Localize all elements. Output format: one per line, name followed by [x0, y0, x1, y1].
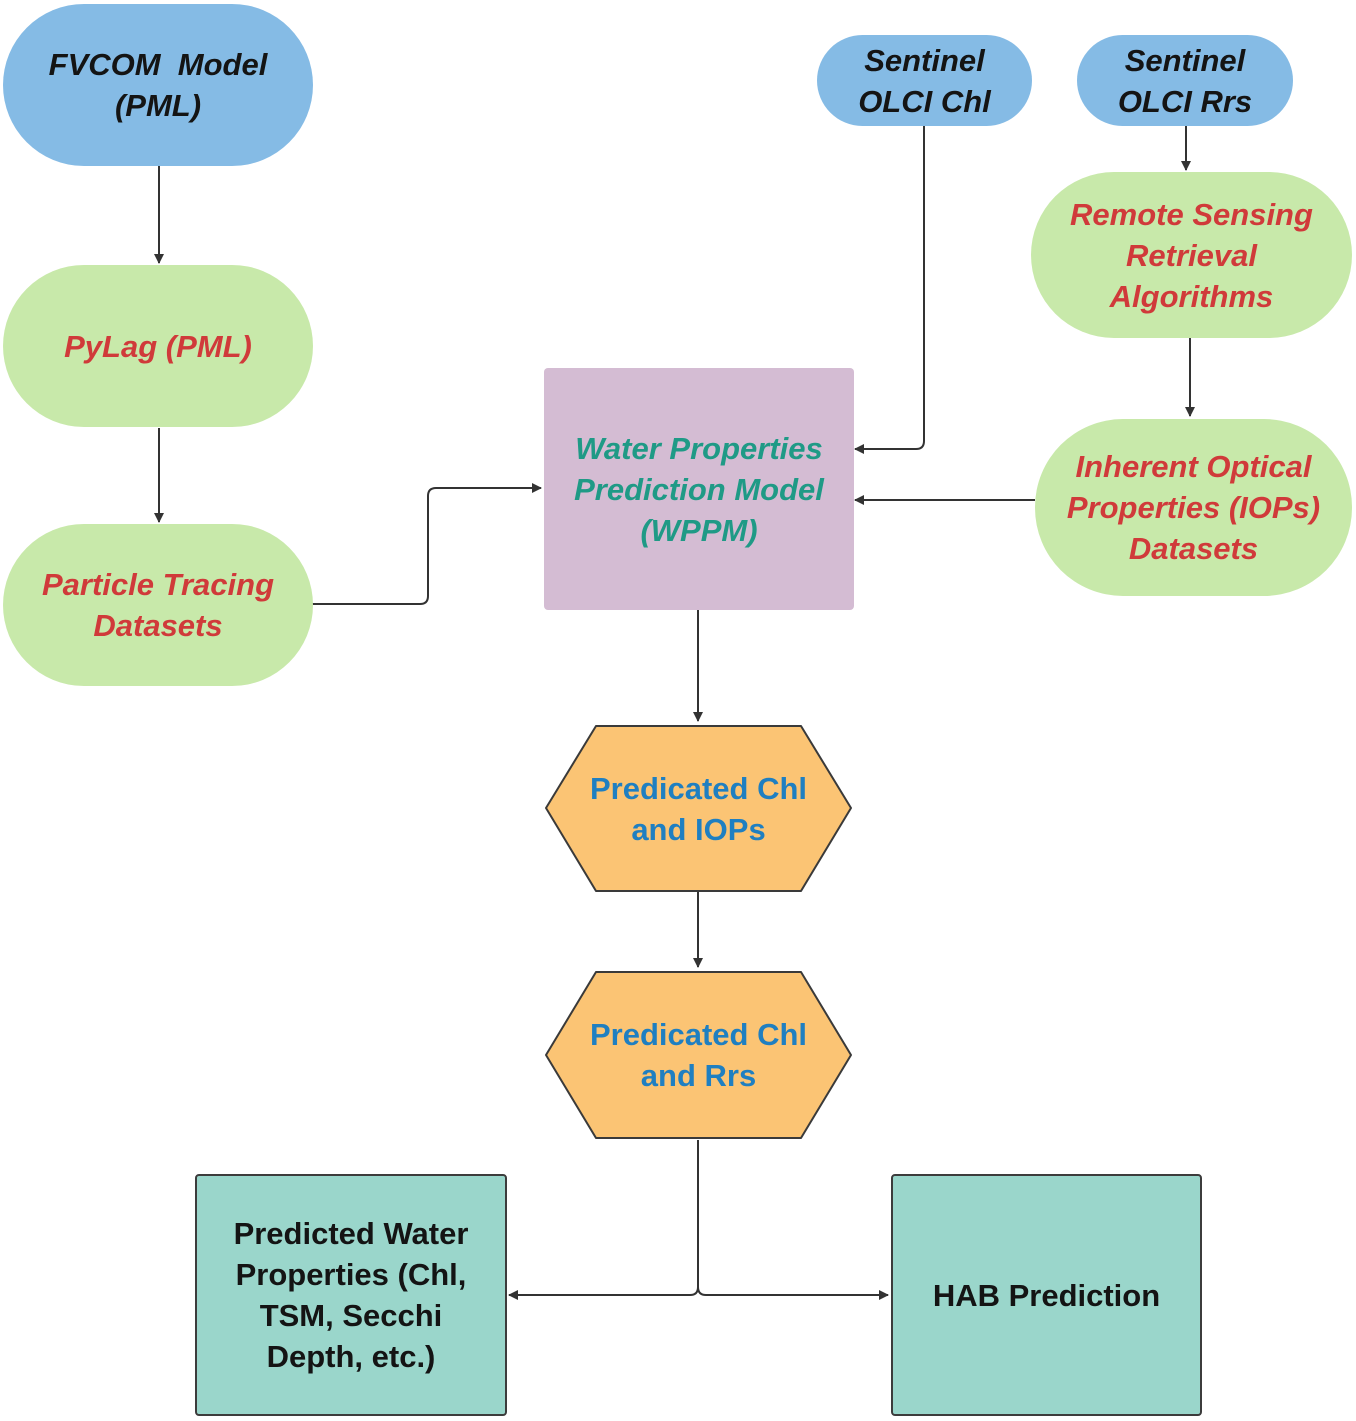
- particle-tracing-node: Particle Tracing Datasets: [3, 524, 313, 686]
- hexagon-shape: [545, 971, 852, 1139]
- hexagon-shape: [545, 725, 852, 892]
- particle-line-1: Particle Tracing: [41, 567, 275, 602]
- edge-sentinel-chl-to-wppm: [854, 125, 925, 454]
- remote-sensing-line-3: Algorithms: [1109, 278, 1274, 314]
- wppm-line-2: Prediction Model: [574, 471, 824, 507]
- remote-sensing-line-2: Retrieval: [1126, 237, 1257, 273]
- particle-line-2: Datasets: [93, 608, 223, 643]
- wppm-node: Water Properties Prediction Model (WPPM): [544, 368, 854, 610]
- edge-pred-rrs-to-hab: [697, 1286, 889, 1300]
- remote-sensing-line-1: Remote Sensing: [1070, 196, 1313, 232]
- pred-iops-line-2: and IOPs: [631, 811, 766, 847]
- remote-sensing-node: Remote Sensing Retrieval Algorithms: [1031, 172, 1352, 338]
- sentinel-rrs-line-1: Sentinel: [1124, 42, 1246, 78]
- predicated-chl-rrs-node: Predicated Chl and Rrs: [544, 970, 853, 1140]
- hab-prediction-node: HAB Prediction: [891, 1174, 1202, 1416]
- wppm-line-3: (WPPM): [640, 512, 758, 548]
- edge-pred-rrs-to-water: [508, 1140, 699, 1300]
- iops-line-3: Datasets: [1128, 531, 1259, 566]
- predicated-chl-iops-node: Predicated Chl and IOPs: [544, 724, 853, 893]
- fvcom-model-node: FVCOM Model (PML): [3, 4, 313, 166]
- iops-line-1: Inherent Optical: [1075, 449, 1312, 484]
- iops-line-2: Properties (IOPs): [1066, 490, 1321, 525]
- pred-water-line-4: Depth, etc.): [266, 1339, 436, 1374]
- pylag-node: PyLag (PML): [3, 265, 313, 427]
- sentinel-olci-chl-node: Sentinel OLCI Chl: [817, 35, 1032, 126]
- pred-rrs-line-1: Predicated Chl: [589, 1017, 808, 1052]
- pred-water-line-1: Predicted Water: [233, 1216, 469, 1251]
- sentinel-rrs-line-2: OLCI Rrs: [1117, 83, 1253, 119]
- sentinel-olci-rrs-node: Sentinel OLCI Rrs: [1077, 35, 1293, 126]
- pylag-line-1: PyLag (PML): [64, 328, 252, 364]
- sentinel-chl-line-1: Sentinel: [864, 42, 985, 78]
- pred-iops-line-1: Predicated Chl: [589, 770, 808, 806]
- fvcom-line-2: (PML): [114, 88, 202, 123]
- wppm-line-1: Water Properties: [575, 430, 823, 466]
- iops-datasets-node: Inherent Optical Properties (IOPs) Datas…: [1035, 419, 1352, 596]
- predicted-water-properties-node: Predicted Water Properties (Chl, TSM, Se…: [195, 1174, 507, 1416]
- pred-water-line-3: TSM, Secchi: [259, 1298, 443, 1333]
- pred-water-line-2: Properties (Chl,: [235, 1257, 467, 1292]
- hab-line-1: HAB Prediction: [932, 1277, 1161, 1313]
- sentinel-chl-line-2: OLCI Chl: [858, 83, 991, 119]
- pred-rrs-line-2: and Rrs: [640, 1058, 757, 1093]
- edge-particle-to-wppm: [312, 483, 542, 605]
- fvcom-line-1: FVCOM Model: [48, 47, 268, 82]
